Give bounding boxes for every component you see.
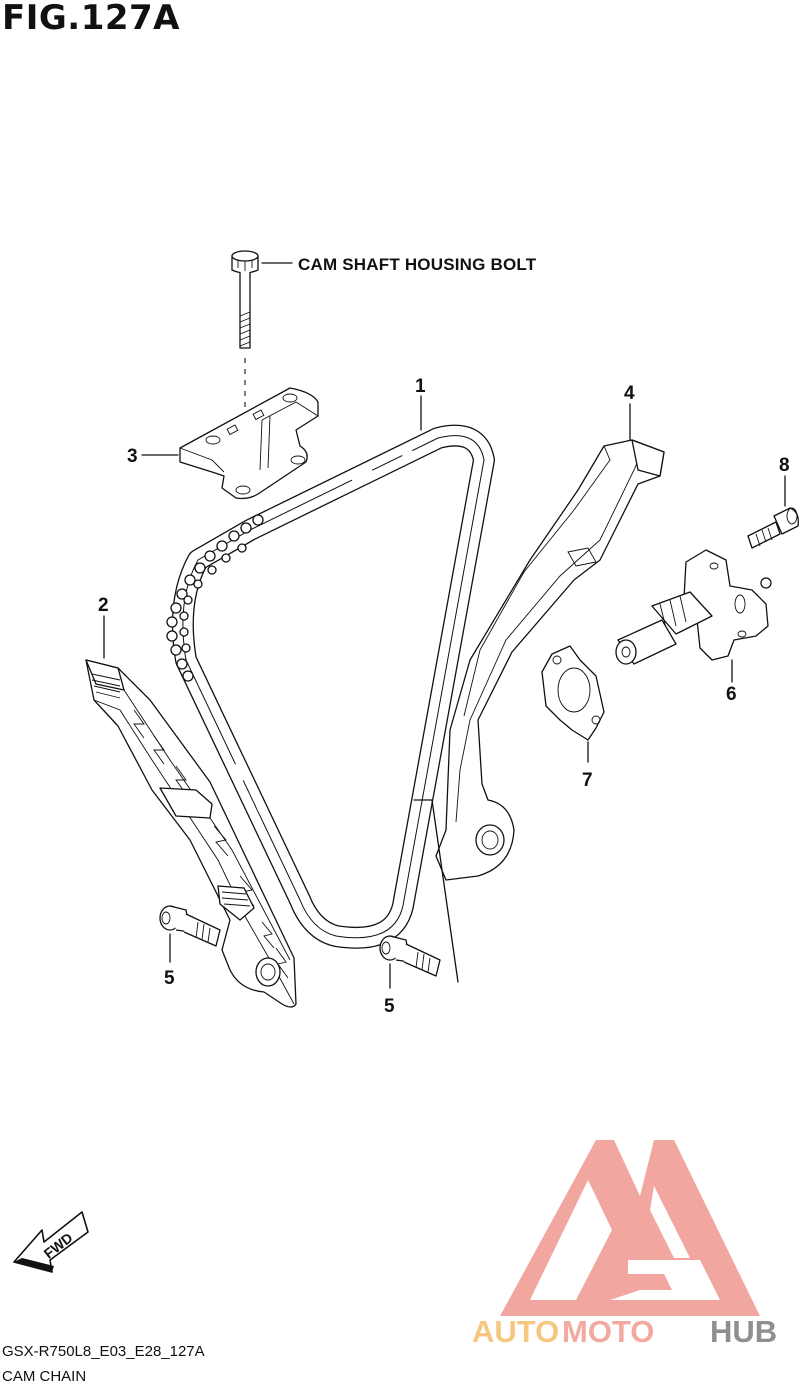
chain-guide-part [435, 439, 665, 881]
cam-chain-part [166, 424, 495, 949]
callout-4: 4 [624, 383, 635, 404]
callout-8: 8 [779, 455, 790, 476]
footer-figure-name: CAM CHAIN [2, 1368, 87, 1385]
gasket-part [541, 645, 605, 741]
chain-links [166, 514, 264, 682]
tensioner-guide-part [85, 659, 297, 1008]
callout-7: 7 [582, 770, 593, 791]
callout-5b: 5 [384, 996, 395, 1017]
callout-1: 1 [415, 376, 426, 397]
logo-text-hub: HUB [710, 1314, 777, 1349]
callout-2: 2 [98, 595, 109, 616]
callout-6: 6 [726, 684, 737, 705]
automotohub-logo: AUTO MOTO HUB [472, 1140, 777, 1349]
fwd-arrow-icon: FWD [13, 1211, 89, 1273]
callout-3: 3 [127, 446, 138, 467]
tensioner-adjuster-part [615, 549, 772, 665]
logo-text-auto: AUTO [472, 1314, 559, 1349]
adjuster-bolt-part [747, 507, 799, 549]
logo-text-moto: MOTO [562, 1314, 654, 1349]
figure-title: FIG.127A [2, 0, 180, 38]
cam-shaft-housing-bolt-part [231, 250, 259, 349]
callout-5a: 5 [164, 968, 175, 989]
guide-bolt-right-part [379, 935, 441, 977]
guide-bolt-left-part [159, 905, 221, 947]
bolt-5b-pointer [413, 799, 459, 983]
cam-shaft-housing-bolt-label: CAM SHAFT HOUSING BOLT [298, 255, 537, 274]
upper-chain-guide-part [179, 387, 319, 500]
footer-figure-code: GSX-R750L8_E03_E28_127A [2, 1343, 205, 1360]
